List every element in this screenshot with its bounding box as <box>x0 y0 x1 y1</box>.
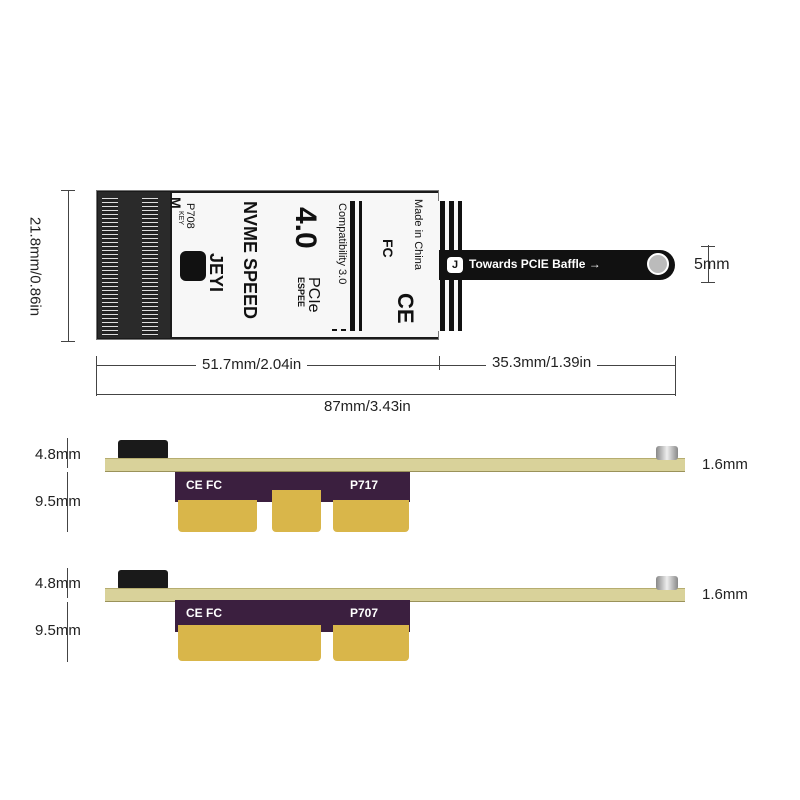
side1-height-bottom: 9.5mm <box>35 493 81 510</box>
m2-card: M KEY P708 JEYI NVME SPEED 4.0 PCIe ESPE… <box>96 190 462 340</box>
compat-label: Compatibility 3.0 <box>336 203 348 285</box>
side1-gold-fingers-3 <box>333 500 409 532</box>
side2-dim-line-bottom <box>67 602 68 662</box>
side2-connector <box>118 570 168 590</box>
height-dim-tick-top <box>61 190 75 191</box>
baffle-tab: J Towards PCIE Baffle → <box>439 250 675 280</box>
tab-dim-tick-top <box>701 246 715 247</box>
side1-adapter-board <box>105 458 685 472</box>
side1-dim-line-bottom <box>67 472 68 532</box>
width-dim-line-upper <box>96 365 676 366</box>
connector-pins <box>102 198 118 336</box>
tail-width-label: 35.3mm/1.39in <box>486 354 598 371</box>
key-label: KEY <box>177 211 184 226</box>
card-label-panel: M KEY P708 JEYI NVME SPEED 4.0 PCIe ESPE… <box>168 193 462 337</box>
side1-cert-marks: CE FC <box>186 478 222 492</box>
width-dim-tick-mid <box>439 356 440 370</box>
width-dim-tick-left <box>96 356 97 396</box>
side1-model-label: P717 <box>350 478 379 492</box>
height-dim-tick-bottom <box>61 341 75 342</box>
brand-logo-icon <box>180 251 206 281</box>
pcie-label: PCIe <box>305 277 322 313</box>
height-dim-line <box>68 190 69 342</box>
version-label: 4.0 <box>289 207 322 249</box>
width-dim-line-total <box>96 394 676 395</box>
ce-mark: CE <box>393 293 418 324</box>
width-dim-tick-right <box>675 356 676 396</box>
side2-thickness: 1.6mm <box>702 586 748 603</box>
side1-dim-line-top <box>67 438 68 468</box>
pcie-sub-label: ESPEE <box>296 277 306 308</box>
side2-model-label: P707 <box>350 606 379 620</box>
side1-gold-fingers-2 <box>272 490 321 532</box>
screw-hole-icon <box>647 253 669 275</box>
connector-pins <box>142 198 158 336</box>
side1-gold-fingers-1 <box>178 500 257 532</box>
side2-standoff <box>656 576 678 590</box>
side1-height-top: 4.8mm <box>35 446 81 463</box>
total-width-label: 87mm/3.43in <box>324 398 411 415</box>
side2-gold-fingers-1 <box>178 625 321 661</box>
brand-label: JEYI <box>206 253 226 293</box>
tab-dim-label: 5mm <box>694 256 730 273</box>
card-width-label: 51.7mm/2.04in <box>196 356 308 373</box>
fc-mark: FC <box>380 239 396 258</box>
tab-dim-line <box>708 245 709 283</box>
made-in-label: Made in China <box>412 199 424 270</box>
tab-logo-icon: J <box>447 257 463 273</box>
side1-standoff <box>656 446 678 460</box>
mkey-label: M <box>168 197 184 209</box>
side2-height-top: 4.8mm <box>35 575 81 592</box>
m2-connector-area <box>98 192 170 338</box>
height-dim-label: 21.8mm/0.86in <box>26 216 44 317</box>
side1-connector <box>118 440 168 460</box>
side2-cert-marks: CE FC <box>186 606 222 620</box>
model-label: P708 <box>184 203 196 229</box>
tab-label: Towards PCIE Baffle → <box>469 257 601 271</box>
side1-thickness: 1.6mm <box>702 456 748 473</box>
cert-panel <box>362 195 436 335</box>
title-label: NVME SPEED <box>240 201 260 320</box>
side2-gold-fingers-2 <box>333 625 409 661</box>
tab-dim-tick-bottom <box>701 282 715 283</box>
side2-dim-line-top <box>67 568 68 598</box>
side2-height-bottom: 9.5mm <box>35 622 81 639</box>
